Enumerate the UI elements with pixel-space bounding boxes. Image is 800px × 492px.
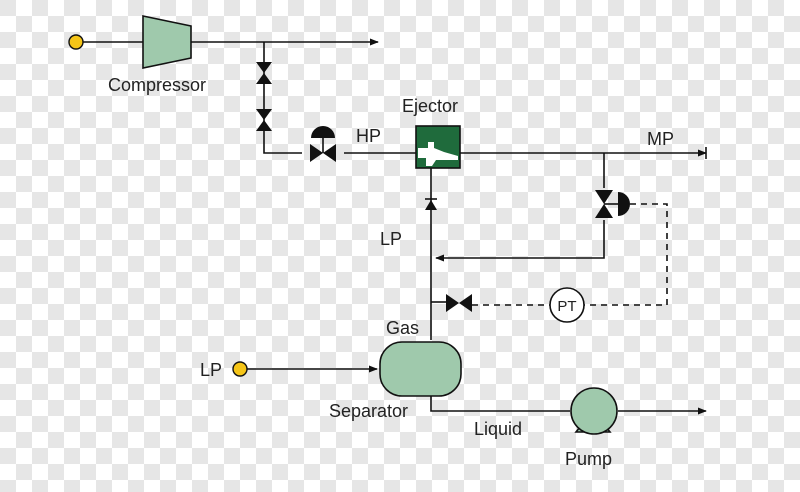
separator-vessel-icon — [379, 341, 462, 397]
control-valve-icon — [595, 190, 630, 218]
compressor-inlet-marker — [68, 34, 84, 50]
liquid-label: Liquid — [474, 419, 522, 439]
check-valve-icon — [425, 198, 437, 210]
lp-inlet-label: LP — [200, 360, 222, 380]
lp-inlet-marker — [232, 361, 248, 377]
pt-label: PT — [557, 298, 576, 315]
hp-label: HP — [356, 126, 381, 146]
pump-icon — [570, 387, 618, 435]
gas-label: Gas — [386, 318, 419, 338]
signal-lines — [472, 203, 668, 306]
liquid-pipe — [430, 396, 570, 412]
ejector-icon — [415, 125, 461, 169]
gate-valve-icon — [256, 109, 272, 131]
mp-label: MP — [647, 129, 674, 149]
control-signal-line — [584, 203, 668, 306]
compressor-icon — [142, 15, 192, 69]
pressure-transmitter-icon — [549, 287, 585, 323]
separator-label: Separator — [329, 401, 408, 421]
control-valve-icon — [310, 126, 336, 162]
recycle-return-pipe — [435, 220, 605, 262]
lp-suction-label: LP — [380, 229, 402, 249]
pump-label: Pump — [565, 449, 612, 469]
compressor-label: Compressor — [108, 75, 206, 95]
ejector-label: Ejector — [402, 96, 458, 116]
gate-valve-icon — [446, 294, 472, 312]
gate-valve-icon — [256, 62, 272, 84]
